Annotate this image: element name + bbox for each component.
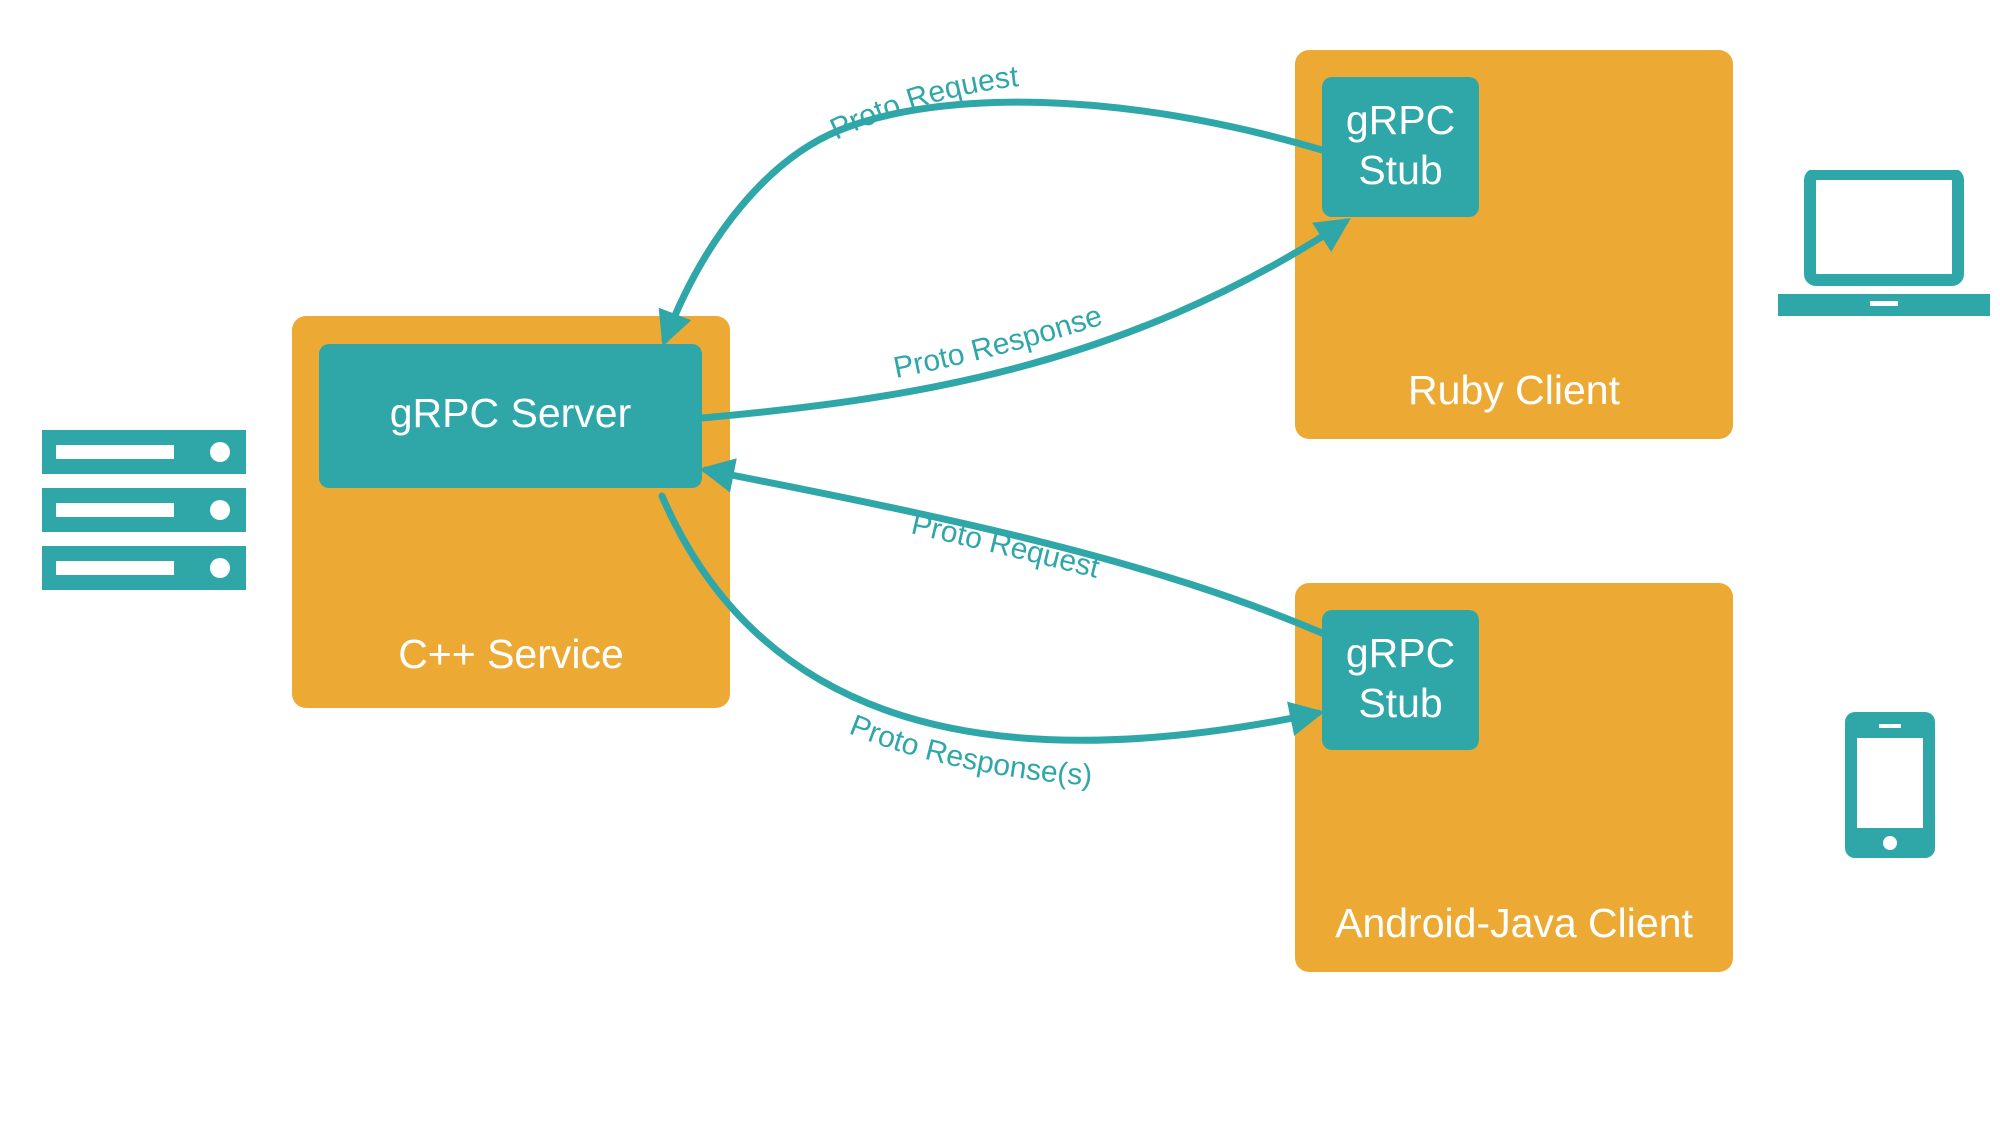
server-rack-icon — [42, 430, 246, 590]
ruby-stub-line-1: gRPC — [1345, 97, 1456, 143]
android-request-label: Proto Request — [908, 508, 1103, 585]
ruby-grpc-stub-box: gRPC Stub — [1322, 77, 1479, 217]
android-grpc-stub-box: gRPC Stub — [1322, 610, 1479, 750]
cpp-service-box: gRPC Server C++ Service — [292, 316, 730, 708]
smartphone-icon — [1845, 712, 1935, 858]
android-java-client-label: Android-Java Client — [1335, 900, 1693, 946]
ruby-client-box: gRPC Stub Ruby Client — [1295, 50, 1733, 439]
android-stub-line-1: gRPC — [1345, 630, 1456, 676]
ruby-response-arrow — [698, 218, 1351, 422]
android-stub-line-2: Stub — [1358, 680, 1443, 726]
android-java-client-box: gRPC Stub Android-Java Client — [1295, 583, 1733, 972]
laptop-icon — [1778, 170, 1990, 316]
android-response-arrow — [658, 492, 1325, 744]
cpp-service-label: C++ Service — [398, 631, 624, 677]
grpc-server-label: gRPC Server — [389, 390, 632, 436]
ruby-request-arrow — [658, 98, 1326, 347]
ruby-stub-line-2: Stub — [1358, 147, 1443, 193]
grpc-server-box: gRPC Server — [319, 344, 702, 488]
android-response-label: Proto Response(s) — [845, 709, 1093, 793]
ruby-client-label: Ruby Client — [1408, 367, 1620, 413]
android-request-arrow — [699, 458, 1326, 637]
